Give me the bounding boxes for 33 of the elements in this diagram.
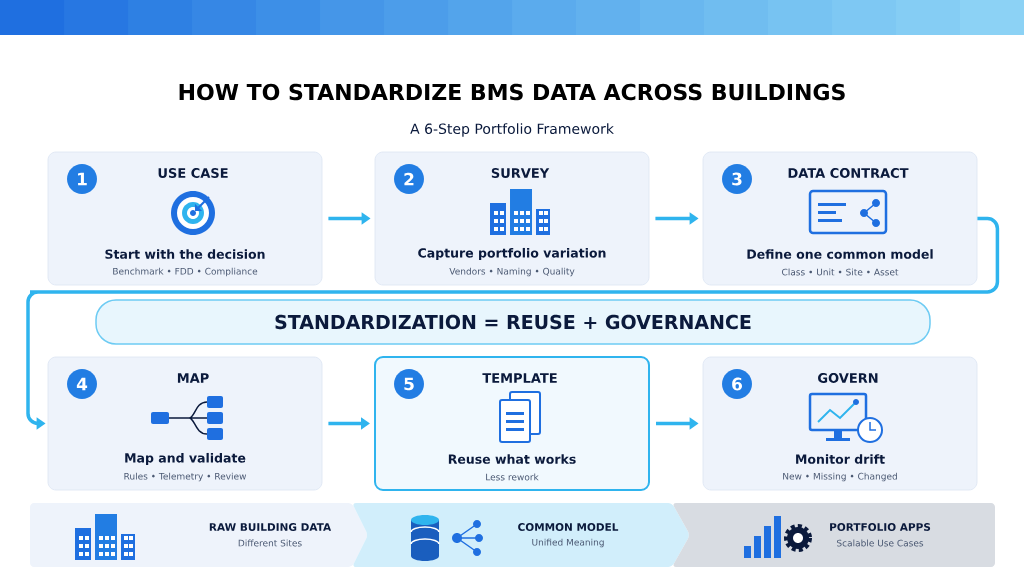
step-details: Benchmark • FDD • Compliance xyxy=(113,267,258,277)
number-badge: 5 xyxy=(394,369,424,399)
number-badge: 3 xyxy=(722,164,752,194)
number-badge: 1 xyxy=(67,164,97,194)
step-heading: Define one common model xyxy=(747,249,933,259)
step-title: DATA CONTRACT xyxy=(788,168,909,178)
step-heading: Map and validate xyxy=(125,452,246,466)
band-subtitle: Scalable Use Cases xyxy=(837,539,924,547)
band-title: RAW BUILDING DATA xyxy=(209,523,332,531)
step-title: GOVERN xyxy=(818,373,878,383)
step-details: Class • Unit • Site • Asset xyxy=(782,268,899,276)
title: HOW TO STANDARDIZE BMS DATA ACROSS BUILDINGS xyxy=(179,83,845,101)
step-title: USE CASE xyxy=(158,168,228,178)
band-subtitle: Unified Meaning xyxy=(532,538,604,548)
banner-text: STANDARDIZATION = REUSE + GOVERNANCE xyxy=(275,314,751,330)
step-title: MAP xyxy=(177,373,209,383)
number-badge: 4 xyxy=(67,369,97,399)
step-heading: Start with the decision xyxy=(105,249,265,259)
subtitle: A 6-Step Portfolio Framework xyxy=(410,123,614,137)
number-badge: 6 xyxy=(722,369,752,399)
step-heading: Capture portfolio variation xyxy=(418,247,606,261)
step-details: Vendors • Naming • Quality xyxy=(449,267,575,277)
step-heading: Monitor drift xyxy=(796,454,885,464)
step-details: Rules • Telemetry • Review xyxy=(124,472,247,482)
step-details: Less rework xyxy=(486,473,539,481)
band-title: PORTFOLIO APPS xyxy=(830,523,931,531)
step-title: SURVEY xyxy=(491,168,550,178)
step-title: TEMPLATE xyxy=(482,373,557,383)
number-badge: 2 xyxy=(394,164,424,194)
band-subtitle: Different Sites xyxy=(238,539,302,547)
step-heading: Reuse what works xyxy=(448,454,576,464)
band-title: COMMON MODEL xyxy=(518,523,619,531)
step-details: New • Missing • Changed xyxy=(783,472,897,482)
